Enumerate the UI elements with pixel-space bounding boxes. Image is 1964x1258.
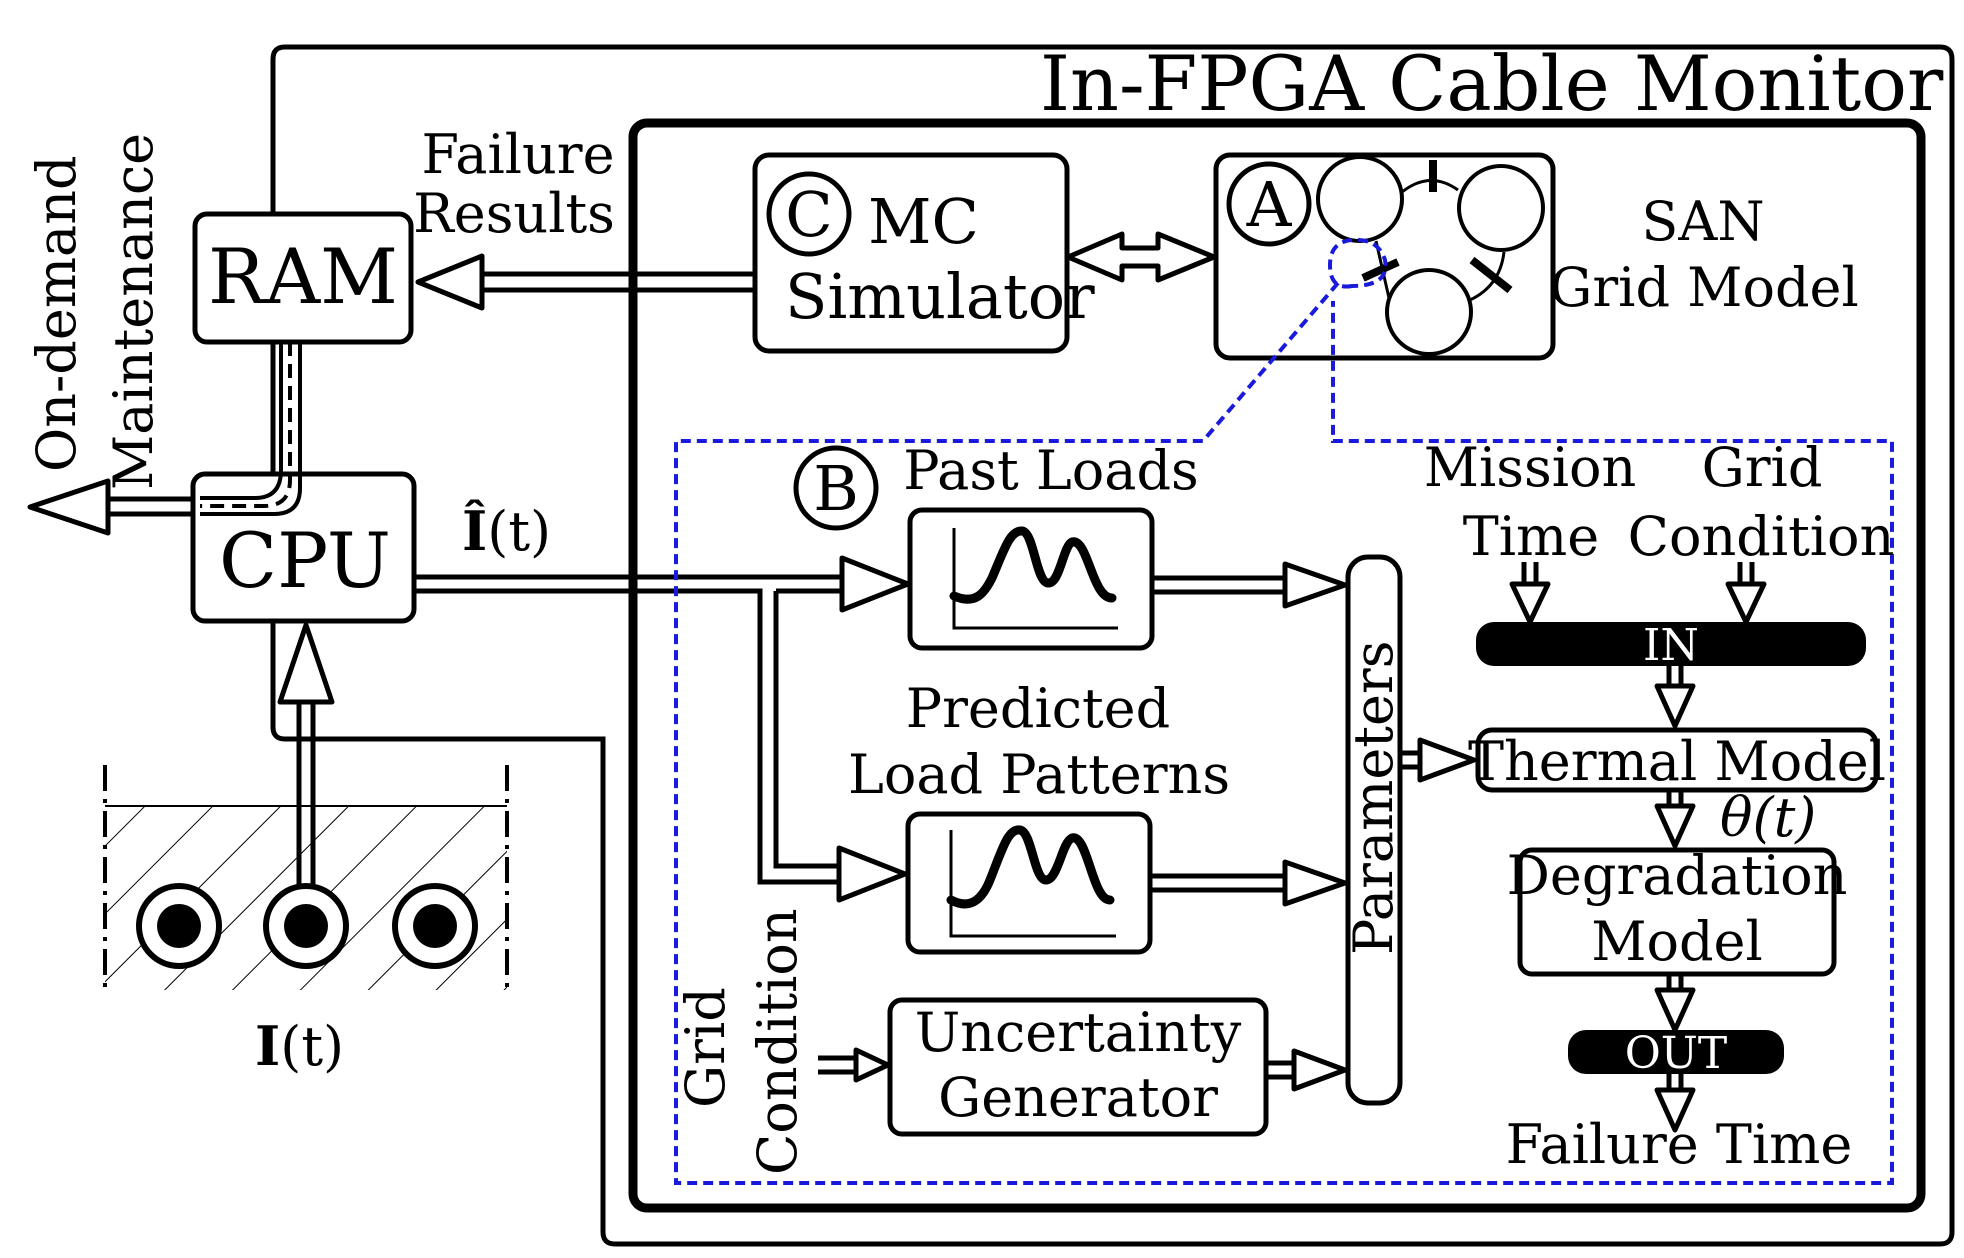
svg-text:Generator: Generator (938, 1066, 1218, 1129)
parameters-bar (1345, 554, 1403, 1106)
fpga-outer-boundary (270, 44, 1955, 1247)
thermal-model-label: Thermal Model (1468, 730, 1886, 793)
grid-condition-side-label: Grid Condition (674, 908, 809, 1175)
in-to-thermal-arrow (1654, 666, 1696, 729)
estimated-current-label: Î(t) (462, 499, 551, 563)
svg-text:On-demand: On-demand (25, 155, 88, 472)
grid-condition-arrow (1725, 562, 1767, 625)
svg-text:Mission: Mission (1424, 436, 1637, 499)
svg-text:Maintenance: Maintenance (102, 133, 165, 490)
degradation-model-box (1517, 847, 1837, 977)
theta-label: θ(t) (1720, 786, 1816, 849)
parameters-to-thermal-arrow (1400, 737, 1477, 783)
svg-text:Model: Model (1591, 910, 1763, 973)
grid-graph (1316, 155, 1545, 356)
diagram-title: In-FPGA Cable Monitor (1040, 39, 1944, 128)
svg-text:Grid: Grid (674, 987, 737, 1108)
current-label: I(t) (255, 1014, 344, 1078)
svg-text:I(t): I(t) (255, 1014, 344, 1078)
cable-left (136, 883, 222, 969)
inputs-to-parameters-arrows (1150, 561, 1348, 1092)
thermal-to-degradation-arrow (1654, 790, 1696, 849)
svg-text:Grid: Grid (1702, 436, 1823, 499)
past-loads-chart-box (907, 507, 1155, 651)
svg-text:Results: Results (413, 182, 615, 245)
thermal-model-box (1475, 727, 1879, 793)
in-label: IN (1643, 620, 1699, 671)
svg-text:Degradation: Degradation (1507, 844, 1848, 907)
mission-time-arrow (1509, 562, 1551, 625)
maintenance-output-arrow (27, 478, 200, 536)
module-b-dashed-boundary (1327, 237, 1388, 289)
cable-monitor-inner-box (628, 118, 1926, 1213)
module-b-boundary (674, 281, 1894, 1185)
svg-text:C: C (785, 178, 832, 251)
in-bar (1476, 622, 1866, 666)
cable-right (392, 883, 478, 969)
svg-text:Grid Model: Grid Model (1549, 256, 1859, 319)
svg-text:Condition: Condition (746, 908, 809, 1175)
uncertainty-generator-label: Uncertainty Generator (915, 1001, 1242, 1129)
predicted-loads-chart-box (905, 811, 1153, 955)
out-bar (1568, 1030, 1784, 1074)
ram-box (192, 211, 414, 345)
svg-text:Î(t): Î(t) (462, 499, 551, 563)
cpu-to-loads-arrows (414, 555, 911, 903)
san-grid-model-label: SAN Grid Model (1549, 190, 1859, 319)
mission-time-label: Mission Time (1424, 436, 1637, 568)
svg-text:SAN: SAN (1641, 190, 1764, 253)
parameters-label: Parameters (1342, 641, 1405, 955)
svg-text:A: A (1246, 168, 1293, 241)
on-demand-maintenance-label: On-demand Maintenance (25, 133, 165, 490)
svg-text:Load Patterns: Load Patterns (848, 743, 1230, 806)
grid-condition-input-arrow (818, 1047, 891, 1083)
out-label: OUT (1625, 1028, 1728, 1079)
failure-results-label: Failure Results (413, 123, 615, 245)
cable-middle (263, 883, 349, 969)
predicted-load-patterns-label: Predicted Load Patterns (848, 677, 1230, 806)
badge-a: A (1226, 161, 1312, 247)
out-to-failure-arrow (1654, 1074, 1696, 1133)
uncertainty-generator-box (887, 997, 1269, 1137)
degradation-to-out-arrow (1654, 974, 1696, 1033)
cpu-label: CPU (219, 516, 391, 605)
cpu-box (190, 471, 417, 624)
mc-simulator-line2: Simulator (785, 260, 1095, 333)
svg-text:B: B (813, 452, 859, 525)
ram-cpu-link (200, 342, 302, 516)
degradation-model-label: Degradation Model (1507, 844, 1848, 973)
grid-condition-label: Grid Condition (1628, 436, 1895, 568)
badge-b: B (793, 445, 879, 531)
svg-text:Predicted: Predicted (906, 677, 1170, 740)
current-measurement-arrow (277, 622, 335, 886)
ram-label: RAM (208, 232, 398, 321)
mc-simulator-line1: MC (868, 185, 979, 258)
badge-c: C (766, 171, 852, 257)
past-loads-label: Past Loads (903, 439, 1199, 502)
svg-text:Failure: Failure (421, 123, 614, 186)
failure-time-label: Failure Time (1506, 1113, 1853, 1176)
svg-text:Condition: Condition (1628, 505, 1895, 568)
svg-text:Time: Time (1463, 505, 1599, 568)
failure-results-arrow (415, 253, 754, 311)
svg-text:Uncertainty: Uncertainty (915, 1001, 1242, 1064)
